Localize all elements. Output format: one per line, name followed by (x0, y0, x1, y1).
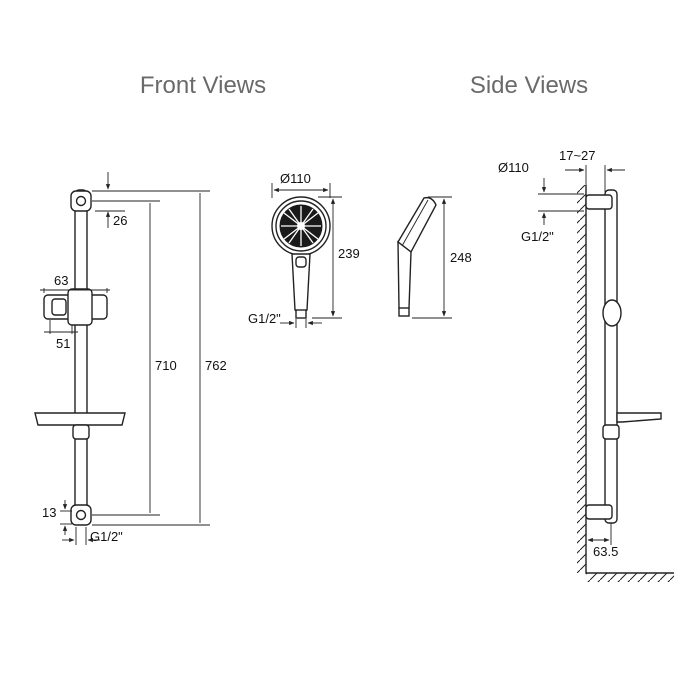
front-soap-tray (34, 412, 126, 426)
front-top-offset-label: 26 (113, 213, 127, 228)
front-dimensions: 26 63 51 710 762 13 G1/2" (40, 172, 227, 545)
hand-shower-side-handle (397, 240, 412, 311)
hand-shower-front-dimensions: Ø110 239 G1/2" (248, 171, 360, 328)
side-diameter-label: Ø110 (498, 160, 529, 175)
hand-shower-diameter-label: Ø110 (280, 171, 311, 186)
front-tray-clamp (72, 424, 90, 440)
side-wall (577, 185, 674, 582)
front-top-bracket-screw (75, 195, 87, 207)
hand-shower-side-head (397, 196, 437, 254)
side-wall-distance-label: 63.5 (593, 544, 618, 559)
hand-shower-connection-label: G1/2" (248, 311, 281, 326)
hand-shower-side (397, 196, 437, 317)
front-slide-holder-cap (51, 298, 67, 316)
side-slide-holder (602, 299, 622, 327)
hand-shower-front (271, 196, 331, 319)
side-views-title: Side Views (470, 72, 588, 99)
hand-shower-length-label: 239 (338, 246, 360, 261)
side-projection-label: 17~27 (559, 148, 596, 163)
side-bottom-bracket (585, 504, 613, 520)
hand-shower-side-dimensions: 248 (412, 196, 472, 319)
front-holder-width-label: 63 (54, 273, 68, 288)
front-rail-bar (74, 189, 88, 521)
front-inner-length-label: 710 (155, 358, 177, 373)
front-bottom-offset-label: 13 (42, 505, 56, 520)
hand-shower-connector (295, 309, 307, 319)
side-connection-label: G1/2" (521, 229, 554, 244)
side-dimensions: 17~27 Ø110 G1/2" 63.5 (498, 148, 625, 559)
hand-shower-side-connector (398, 307, 410, 317)
front-total-length-label: 762 (205, 358, 227, 373)
side-rail-bar (604, 189, 618, 524)
side-soap-tray (616, 412, 662, 423)
hand-shower-side-length-label: 248 (450, 250, 472, 265)
side-tray-clamp (602, 424, 620, 440)
side-top-bracket (585, 194, 613, 210)
front-slide-rail (34, 189, 126, 526)
side-slide-rail (585, 189, 662, 524)
front-holder-depth-label: 51 (56, 336, 70, 351)
hand-shower-handle-button (295, 256, 307, 268)
floor-hatch (586, 573, 674, 582)
wall-outline (585, 185, 674, 574)
front-bottom-bracket-screw (75, 509, 87, 521)
side-wall-hatch (577, 185, 586, 573)
front-connection-label: G1/2" (90, 529, 123, 544)
front-slide-holder-knob (67, 288, 93, 326)
hand-shower-center-nozzle (297, 222, 305, 230)
front-views-title: Front Views (140, 72, 266, 99)
